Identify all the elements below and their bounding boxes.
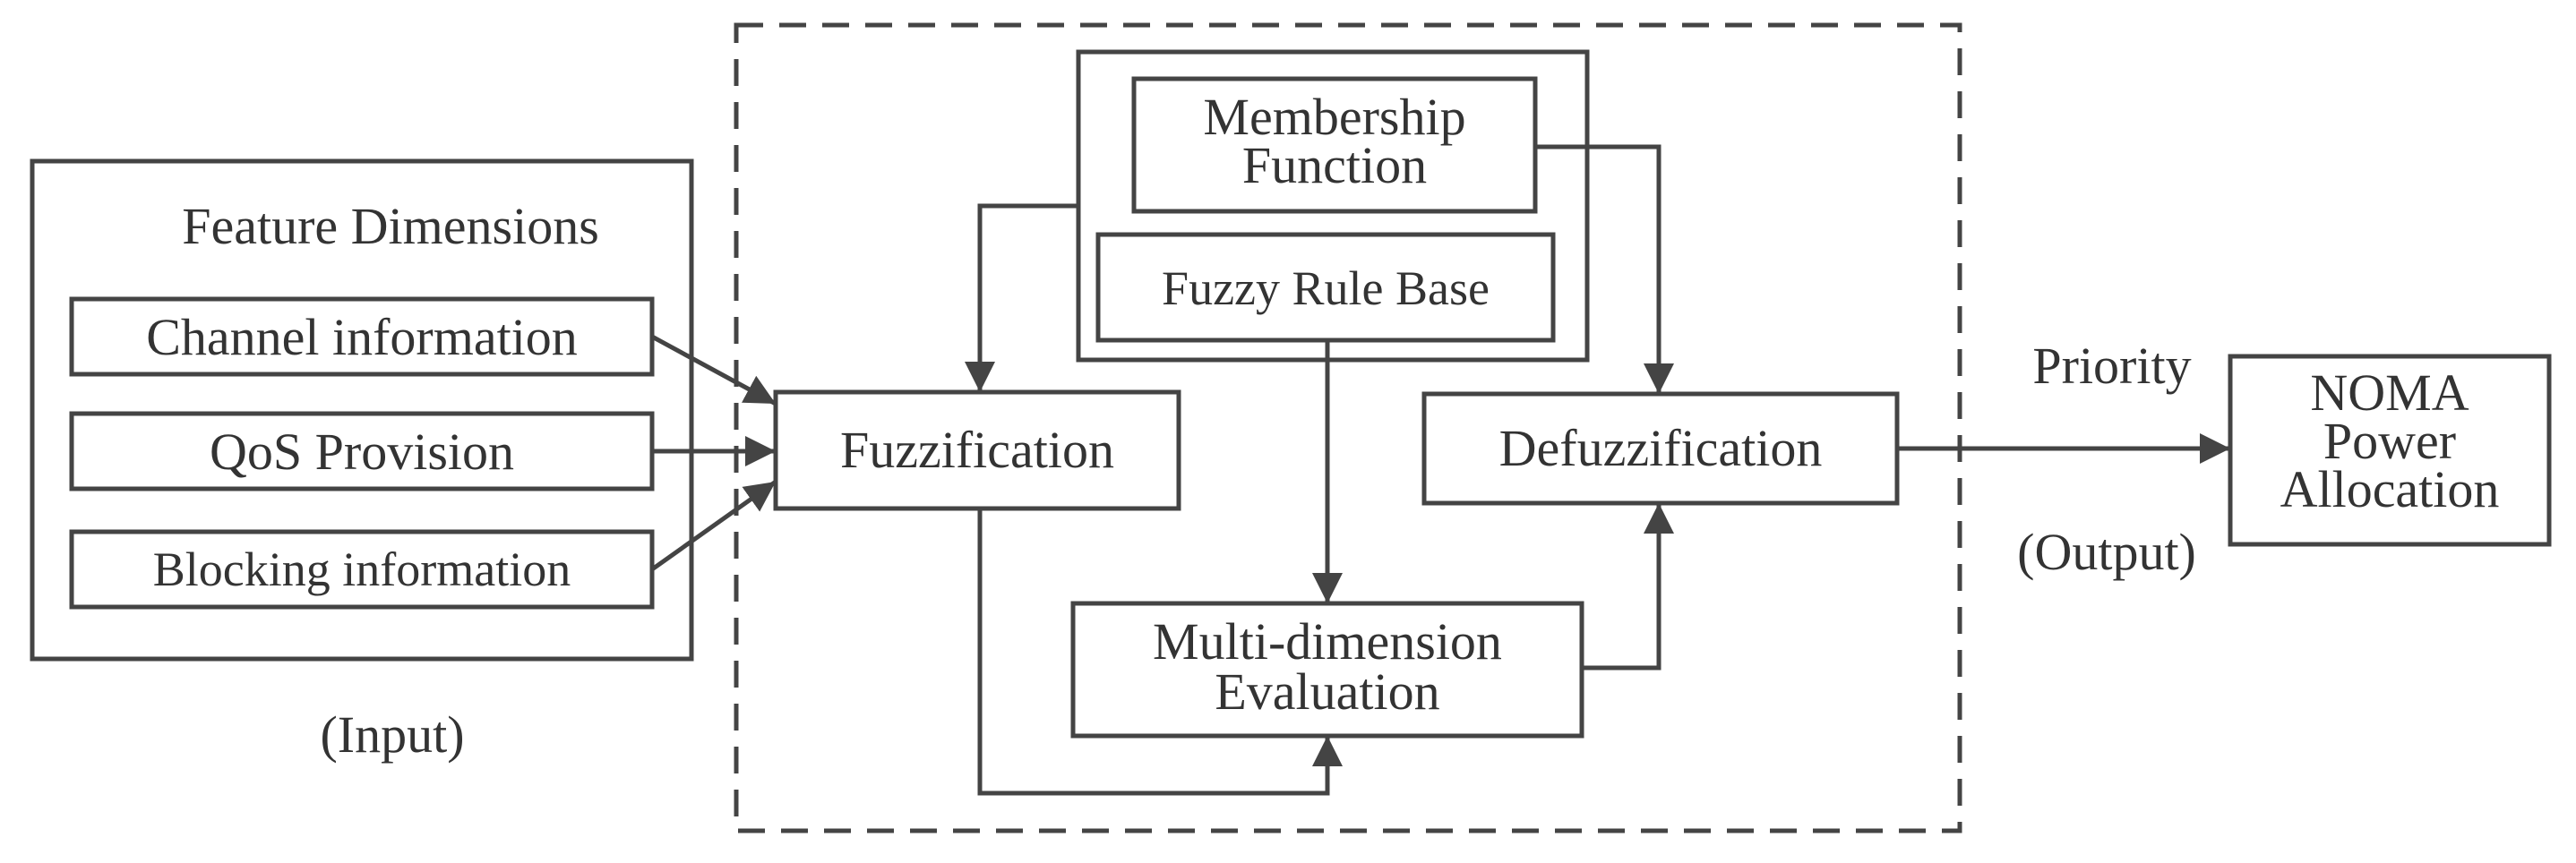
membership-function-box: [1131, 76, 1538, 214]
noma-label-line1: NOMA: [2310, 363, 2469, 422]
arrow-evaluation-to-defuzzification: [1582, 503, 1674, 671]
arrow-membership-to-defuzzification: [1535, 144, 1674, 394]
fuzzy-rule-base-label: Fuzzy Rule Base: [1162, 261, 1490, 315]
fuzzy-rule-base-box: [1095, 232, 1556, 343]
fuzzy-system-boundary: [734, 22, 1962, 833]
channel-information-box: [69, 296, 655, 377]
feature-dimensions-title: Feature Dimensions: [182, 197, 599, 255]
membership-function-label-line2: Function: [1242, 136, 1427, 194]
input-caption: (Input): [320, 705, 464, 764]
priority-label: Priority: [2032, 337, 2191, 395]
qos-provision-box: [69, 411, 655, 491]
output-caption: (Output): [2017, 523, 2196, 581]
blocking-information-label: Blocking information: [153, 543, 571, 596]
noma-power-allocation-box: [2228, 354, 2552, 547]
membership-function-label-line1: Membership: [1203, 88, 1465, 146]
qos-provision-label: QoS Provision: [210, 423, 514, 481]
arrow-channel-to-fuzzification: [650, 334, 777, 406]
fuzzification-label: Fuzzification: [840, 421, 1114, 479]
noma-label-line2: Power: [2323, 412, 2456, 470]
evaluation-label-line1: Multi-dimension: [1153, 612, 1502, 671]
noma-label-line3: Allocation: [2280, 460, 2500, 518]
fuzzification-box: [773, 389, 1181, 511]
channel-information-label: Channel information: [146, 308, 578, 366]
defuzzification-box: [1421, 391, 1900, 506]
arrow-knowledge-base-to-fuzzification: [965, 203, 1078, 392]
arrow-fuzzification-to-evaluation: [977, 508, 1343, 796]
evaluation-label-line2: Evaluation: [1215, 662, 1439, 721]
arrow-blocking-to-fuzzification: [650, 479, 777, 572]
defuzzification-label: Defuzzification: [1499, 419, 1823, 477]
